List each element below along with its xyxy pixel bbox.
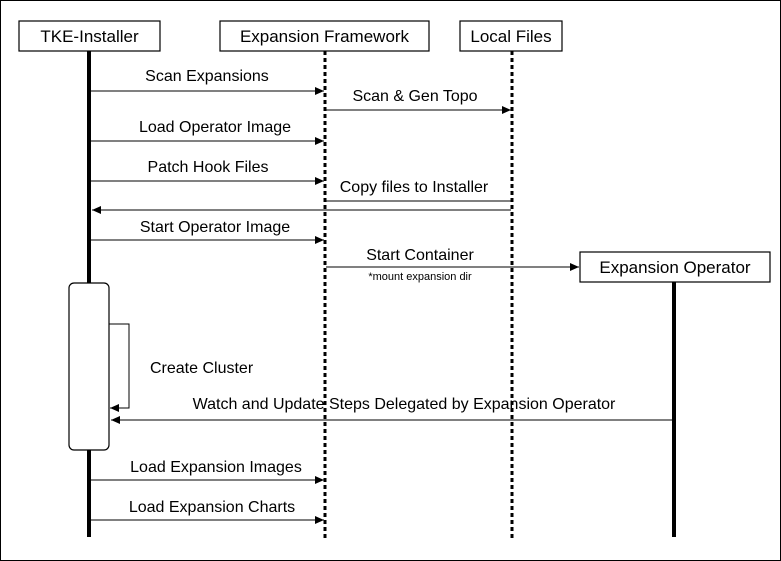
message-load-expansion-images: Load Expansion Images (91, 459, 324, 484)
message-scan-gen-topo: Scan & Gen Topo (326, 88, 511, 114)
message-load-expansion-charts: Load Expansion Charts (91, 499, 324, 524)
activation-create-cluster (68, 282, 110, 451)
message-create-cluster: Create Cluster (109, 323, 254, 412)
participant-framework: Expansion Framework (219, 20, 430, 52)
participant-operator: Expansion Operator (579, 251, 771, 283)
message-create-cluster-label: Create Cluster (150, 360, 254, 377)
message-start-container-label: Start Container (366, 247, 474, 264)
participant-installer-label: TKE-Installer (40, 27, 139, 46)
message-start-operator-image-label: Start Operator Image (140, 219, 290, 236)
message-patch-hook-files: Patch Hook Files (91, 159, 324, 185)
message-scan-gen-topo-label: Scan & Gen Topo (352, 88, 477, 105)
message-load-operator-image: Load Operator Image (91, 119, 324, 145)
message-watch-update: Watch and Update Steps Delegated by Expa… (111, 396, 672, 424)
message-patch-hook-files-label: Patch Hook Files (148, 159, 269, 176)
message-load-expansion-images-label: Load Expansion Images (130, 459, 302, 476)
participant-operator-label: Expansion Operator (599, 258, 751, 277)
message-copy-files: Copy files to Installer (92, 179, 511, 214)
message-scan-expansions-label: Scan Expansions (145, 68, 269, 85)
participant-installer: TKE-Installer (18, 20, 161, 52)
message-load-expansion-charts-label: Load Expansion Charts (129, 499, 295, 516)
message-watch-update-label: Watch and Update Steps Delegated by Expa… (193, 396, 616, 413)
message-scan-expansions: Scan Expansions (91, 68, 324, 95)
message-copy-files-label: Copy files to Installer (340, 179, 489, 196)
message-start-operator-image: Start Operator Image (91, 219, 324, 244)
message-start-container: Start Container *mount expansion dir (326, 247, 579, 283)
participant-framework-label: Expansion Framework (240, 27, 410, 46)
participant-local-files: Local Files (459, 20, 563, 52)
message-load-operator-image-label: Load Operator Image (139, 119, 291, 136)
message-start-container-note: *mount expansion dir (368, 271, 472, 283)
participant-local-files-label: Local Files (470, 27, 551, 46)
